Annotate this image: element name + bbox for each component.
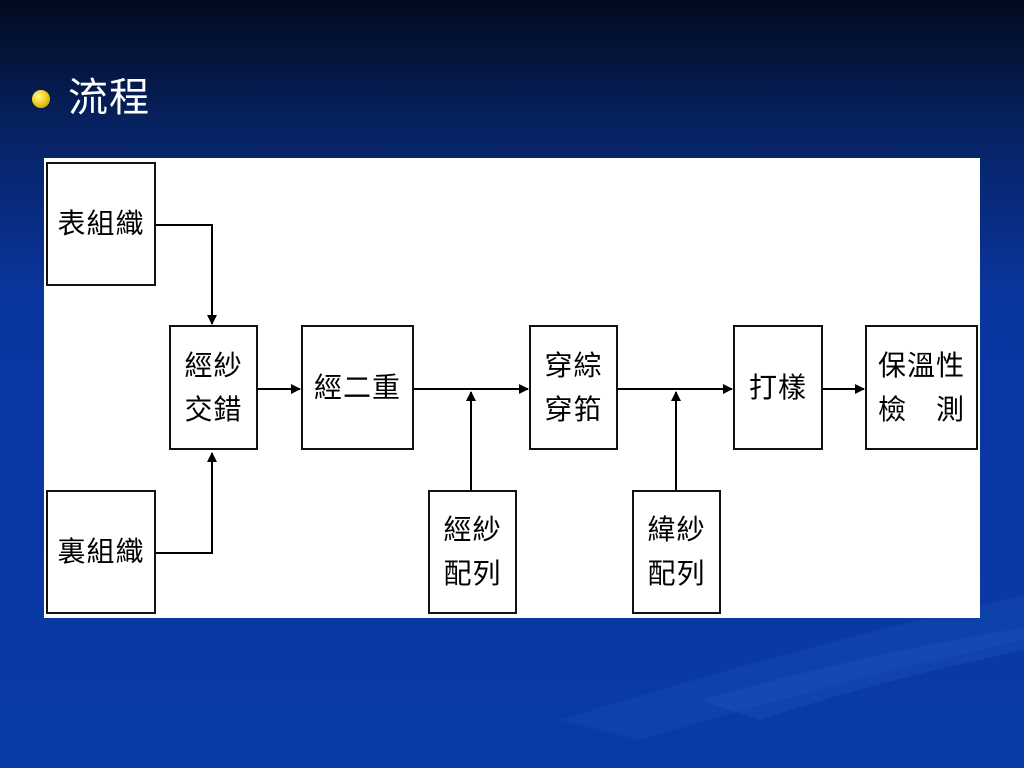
node-warp-interlace: 經紗 交錯 [169, 325, 258, 450]
bullet-icon [32, 90, 50, 108]
node-label: 表組織 [57, 207, 145, 240]
node-warp-arrangement: 經紗 配列 [428, 490, 517, 614]
node-label-line1: 穿綜 [544, 348, 603, 382]
flowchart-panel: 表組織 裏組織 經紗 交錯 經二重 穿綜 穿筘 經紗 配列 緯紗 配列 打樣 保… [44, 158, 980, 618]
node-label: 經二重 [313, 370, 401, 404]
node-label-line2: 配列 [443, 557, 502, 590]
node-label-line1: 保溫性 [877, 348, 965, 382]
flowchart-connectors [156, 224, 865, 554]
node-label-line2: 配列 [647, 557, 706, 590]
node-double-warp: 經二重 [301, 325, 414, 450]
node-label-line1: 經紗 [443, 513, 502, 546]
node-label-line2: 交錯 [184, 392, 243, 426]
node-label-line2: 穿筘 [544, 392, 603, 426]
node-back-weave: 裏組織 [46, 490, 156, 614]
node-label: 打樣 [748, 370, 807, 404]
edge-surface-to-interlace [156, 224, 217, 325]
node-weft-arrangement: 緯紗 配列 [632, 490, 721, 614]
node-drawing-in: 穿綜 穿筘 [529, 325, 618, 450]
node-label-line1: 經紗 [184, 348, 243, 382]
slide-title: 流程 [68, 75, 150, 121]
node-warmth-test: 保溫性 檢 測 [865, 325, 978, 450]
node-sampling: 打樣 [733, 325, 823, 450]
node-label-line2: 檢 測 [877, 392, 965, 426]
node-label-line1: 緯紗 [647, 513, 706, 546]
node-surface-weave: 表組織 [46, 162, 156, 286]
edge-back-to-interlace [156, 452, 217, 554]
node-label: 裏組織 [57, 535, 145, 568]
